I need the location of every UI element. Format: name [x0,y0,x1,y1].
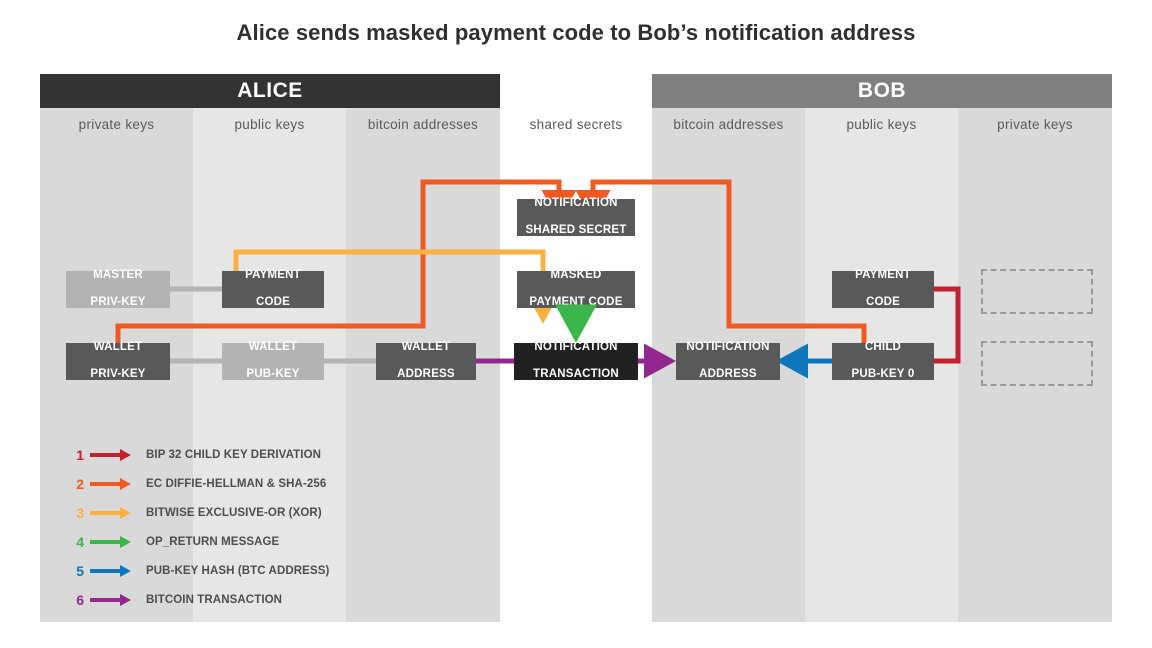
node-line-2: SHARED SECRET [525,224,627,237]
node-alice-wallet-priv-key[interactable]: WALLET PRIV-KEY [66,341,170,381]
legend-row-bitcoin-transaction: 6 BITCOIN TRANSACTION [68,585,329,614]
node-line-1: WALLET [93,341,143,354]
legend-arrow-icon [90,564,134,577]
node-line-1: MASTER [93,269,143,282]
node-bob-notification-address[interactable]: NOTIFICATION ADDRESS [676,341,780,381]
node-alice-wallet-address[interactable]: WALLET ADDRESS [376,341,476,381]
node-bob-payment-code[interactable]: PAYMENT CODE [832,269,934,309]
legend-row-bip32: 1 BIP 32 CHILD KEY DERIVATION [68,440,329,469]
node-line-2: CODE [865,296,901,309]
node-line-1: PAYMENT [245,269,301,282]
node-line-2: ADDRESS [699,368,757,381]
node-line-2: CODE [255,296,291,309]
legend-row-ecdh: 2 EC DIFFIE-HELLMAN & SHA-256 [68,469,329,498]
legend-label: BITCOIN TRANSACTION [146,593,283,606]
legend-number: 1 [76,446,84,463]
page-title: Alice sends masked payment code to Bob’s… [236,20,916,45]
legend-arrow-icon [90,535,134,548]
legend-label: BITWISE EXCLUSIVE-OR (XOR) [146,506,322,519]
column-label-bob-public-keys: public keys [846,117,917,132]
wire-bob-child-pub-to-shared-secret [575,179,867,344]
legend-number: 6 [76,591,84,608]
node-line-2: PUB-KEY [246,368,300,381]
node-notification-transaction[interactable]: NOTIFICATION TRANSACTION [514,341,638,381]
party-header-alice: ALICE [40,74,500,108]
node-alice-payment-code[interactable]: PAYMENT CODE [222,269,324,309]
legend-row-pubkey-hash: 5 PUB-KEY HASH (BTC ADDRESS) [68,556,329,585]
legend-row-xor: 3 BITWISE EXCLUSIVE-OR (XOR) [68,498,329,527]
legend-arrow-icon [90,448,134,461]
legend-number: 5 [76,562,84,579]
legend-label: PUB-KEY HASH (BTC ADDRESS) [146,564,330,577]
legend-label: OP_RETURN MESSAGE [146,535,280,548]
node-bob-private-key-placeholder-top [981,269,1093,314]
legend-number: 2 [76,475,84,492]
column-band-bob-private-keys [958,104,1112,622]
legend-arrow-icon [90,506,134,519]
column-label-alice-bitcoin-addresses: bitcoin addresses [367,117,479,132]
legend-number: 4 [76,533,84,550]
legend: 1 BIP 32 CHILD KEY DERIVATION 2 EC DIFFI… [68,440,329,614]
legend-number: 3 [76,504,84,521]
node-line-1: WALLET [248,341,298,354]
node-line-1: NOTIFICATION [534,341,618,354]
node-line-1: MASKED [550,269,602,282]
node-line-1: WALLET [401,341,451,354]
legend-arrow-icon [90,593,134,606]
column-label-bob-bitcoin-addresses: bitcoin addresses [673,117,784,132]
party-header-bob: BOB [652,74,1112,108]
column-label-shared-secrets: shared secrets [529,117,623,132]
node-line-2: TRANSACTION [533,368,619,381]
node-bob-private-key-placeholder-bottom [981,341,1093,386]
node-line-1: NOTIFICATION [686,341,770,354]
column-label-bob-private-keys: private keys [997,117,1073,132]
legend-arrow-icon [90,477,134,490]
node-alice-wallet-pub-key[interactable]: WALLET PUB-KEY [222,341,324,381]
node-line-2: ADDRESS [397,368,455,381]
node-line-2: PRIV-KEY [90,368,146,381]
diagram-body: ALICE BOB private keys public keys bitco… [40,74,1112,622]
node-alice-master-priv-key[interactable]: MASTER PRIV-KEY [66,269,170,309]
node-line-1: PAYMENT [855,269,911,282]
column-label-alice-private-keys: private keys [78,117,155,132]
legend-label: EC DIFFIE-HELLMAN & SHA-256 [146,477,327,490]
legend-label: BIP 32 CHILD KEY DERIVATION [146,448,322,461]
column-label-alice-public-keys: public keys [234,117,305,132]
node-line-2: PRIV-KEY [90,296,146,309]
legend-row-opreturn: 4 OP_RETURN MESSAGE [68,527,329,556]
